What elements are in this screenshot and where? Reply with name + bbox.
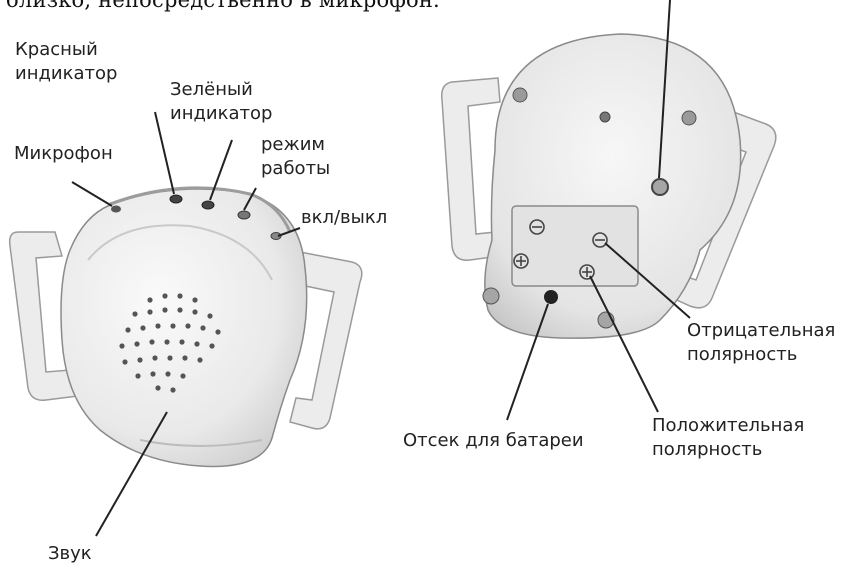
mode-button <box>238 211 250 219</box>
screw <box>483 288 499 304</box>
label-positive-line1: Положительная <box>652 414 804 438</box>
label-sound: Звук <box>48 542 92 566</box>
battery-panel <box>512 206 638 286</box>
red-indicator-light <box>170 195 182 203</box>
label-negative-line1: Отрицательная <box>687 319 835 343</box>
label-battery: Отсек для батареи <box>403 429 584 453</box>
label-positive: Положительная полярность <box>652 414 804 462</box>
label-mode-line1: режим <box>261 133 330 157</box>
back-device <box>442 34 776 338</box>
battery-compartment-hole <box>544 290 558 304</box>
label-red-indicator-line2: индикатор <box>15 62 117 86</box>
label-mode: режим работы <box>261 133 330 181</box>
label-microphone: Микрофон <box>14 142 113 166</box>
positive-terminal-2-icon <box>580 265 594 279</box>
front-body <box>61 189 307 466</box>
green-indicator-light <box>202 201 214 209</box>
label-negative: Отрицательная полярность <box>687 319 835 367</box>
screw <box>513 88 527 102</box>
label-power: вкл/выкл <box>301 206 387 230</box>
label-green-indicator: Зелёный индикатор <box>170 78 272 126</box>
label-red-indicator-line1: Красный <box>15 38 117 62</box>
label-mode-line2: работы <box>261 157 330 181</box>
label-green-indicator-line2: индикатор <box>170 102 272 126</box>
label-green-indicator-line1: Зелёный <box>170 78 272 102</box>
leader-microphone <box>72 182 112 206</box>
positive-terminal-1-icon <box>514 254 528 268</box>
label-red-indicator: Красный индикатор <box>15 38 117 86</box>
screw <box>600 112 610 122</box>
microphone-hole <box>111 206 121 213</box>
caption-text: близко, непосредственно в микрофон. <box>6 0 440 12</box>
label-negative-line2: полярность <box>687 343 835 367</box>
screw <box>652 179 668 195</box>
screw <box>682 111 696 125</box>
label-positive-line2: полярность <box>652 438 804 462</box>
